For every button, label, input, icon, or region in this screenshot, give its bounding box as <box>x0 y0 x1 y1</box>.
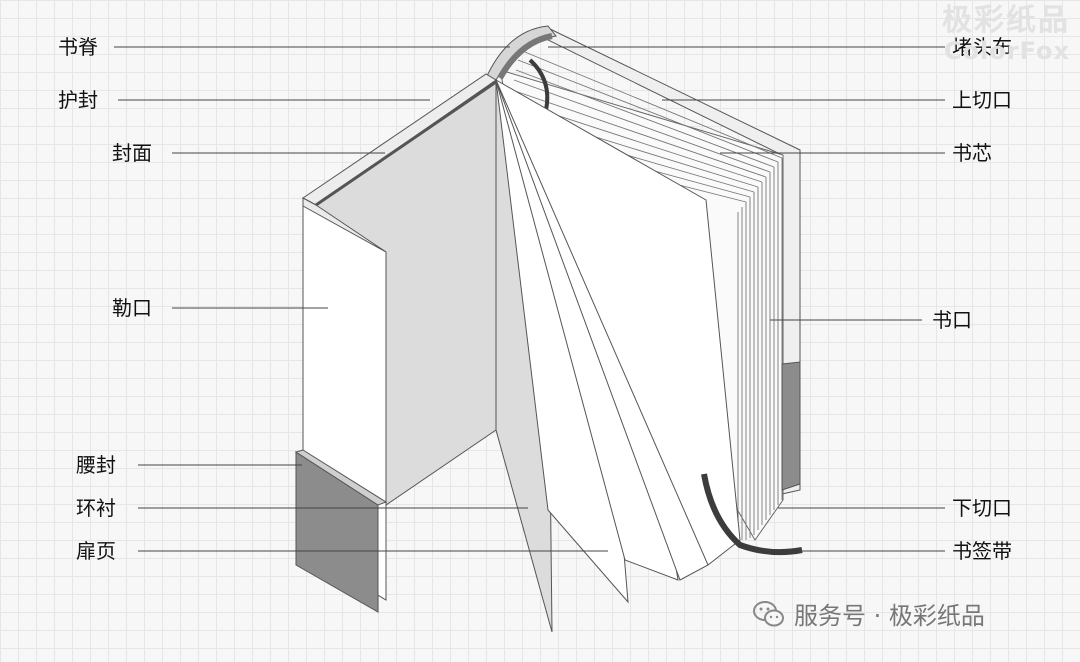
label-headband: 堵头布 <box>952 35 1012 59</box>
label-spine: 书脊 <box>58 35 98 59</box>
wechat-icon <box>753 600 784 626</box>
label-endpaper: 环衬 <box>76 496 116 520</box>
page-5 <box>494 78 741 566</box>
ribbon-top <box>528 58 550 111</box>
credit: 服务号 · 极彩纸品 <box>752 596 985 631</box>
watermark-title: 极彩纸品 <box>942 3 1070 38</box>
label-top-edge: 上切口 <box>952 88 1012 112</box>
label-bottom-edge: 下切口 <box>952 496 1012 520</box>
ribbon-marker <box>701 473 803 556</box>
label-ribbon-marker: 书签带 <box>952 539 1012 563</box>
label-belly-band: 腰封 <box>76 453 116 477</box>
label-fore-edge-flap: 勒口 <box>112 296 152 320</box>
label-fore-edge: 书口 <box>932 308 972 332</box>
credit-text: 服务号 · 极彩纸品 <box>794 602 985 630</box>
leader-lines <box>114 46 945 552</box>
dust-jacket-edge-line <box>315 80 497 207</box>
front-belly-band-side <box>294 449 388 506</box>
label-dust-jacket: 护封 <box>58 88 98 112</box>
headband-strip <box>497 33 553 80</box>
front-flap-back <box>302 197 387 253</box>
label-cover: 封面 <box>112 141 152 165</box>
watermark: 极彩纸品 ColorFox <box>942 6 1070 66</box>
label-title-page: 扉页 <box>76 539 116 563</box>
back-belly-band <box>781 361 801 491</box>
label-book-block: 书芯 <box>952 141 992 165</box>
watermark-subtitle: ColorFox <box>943 37 1070 65</box>
